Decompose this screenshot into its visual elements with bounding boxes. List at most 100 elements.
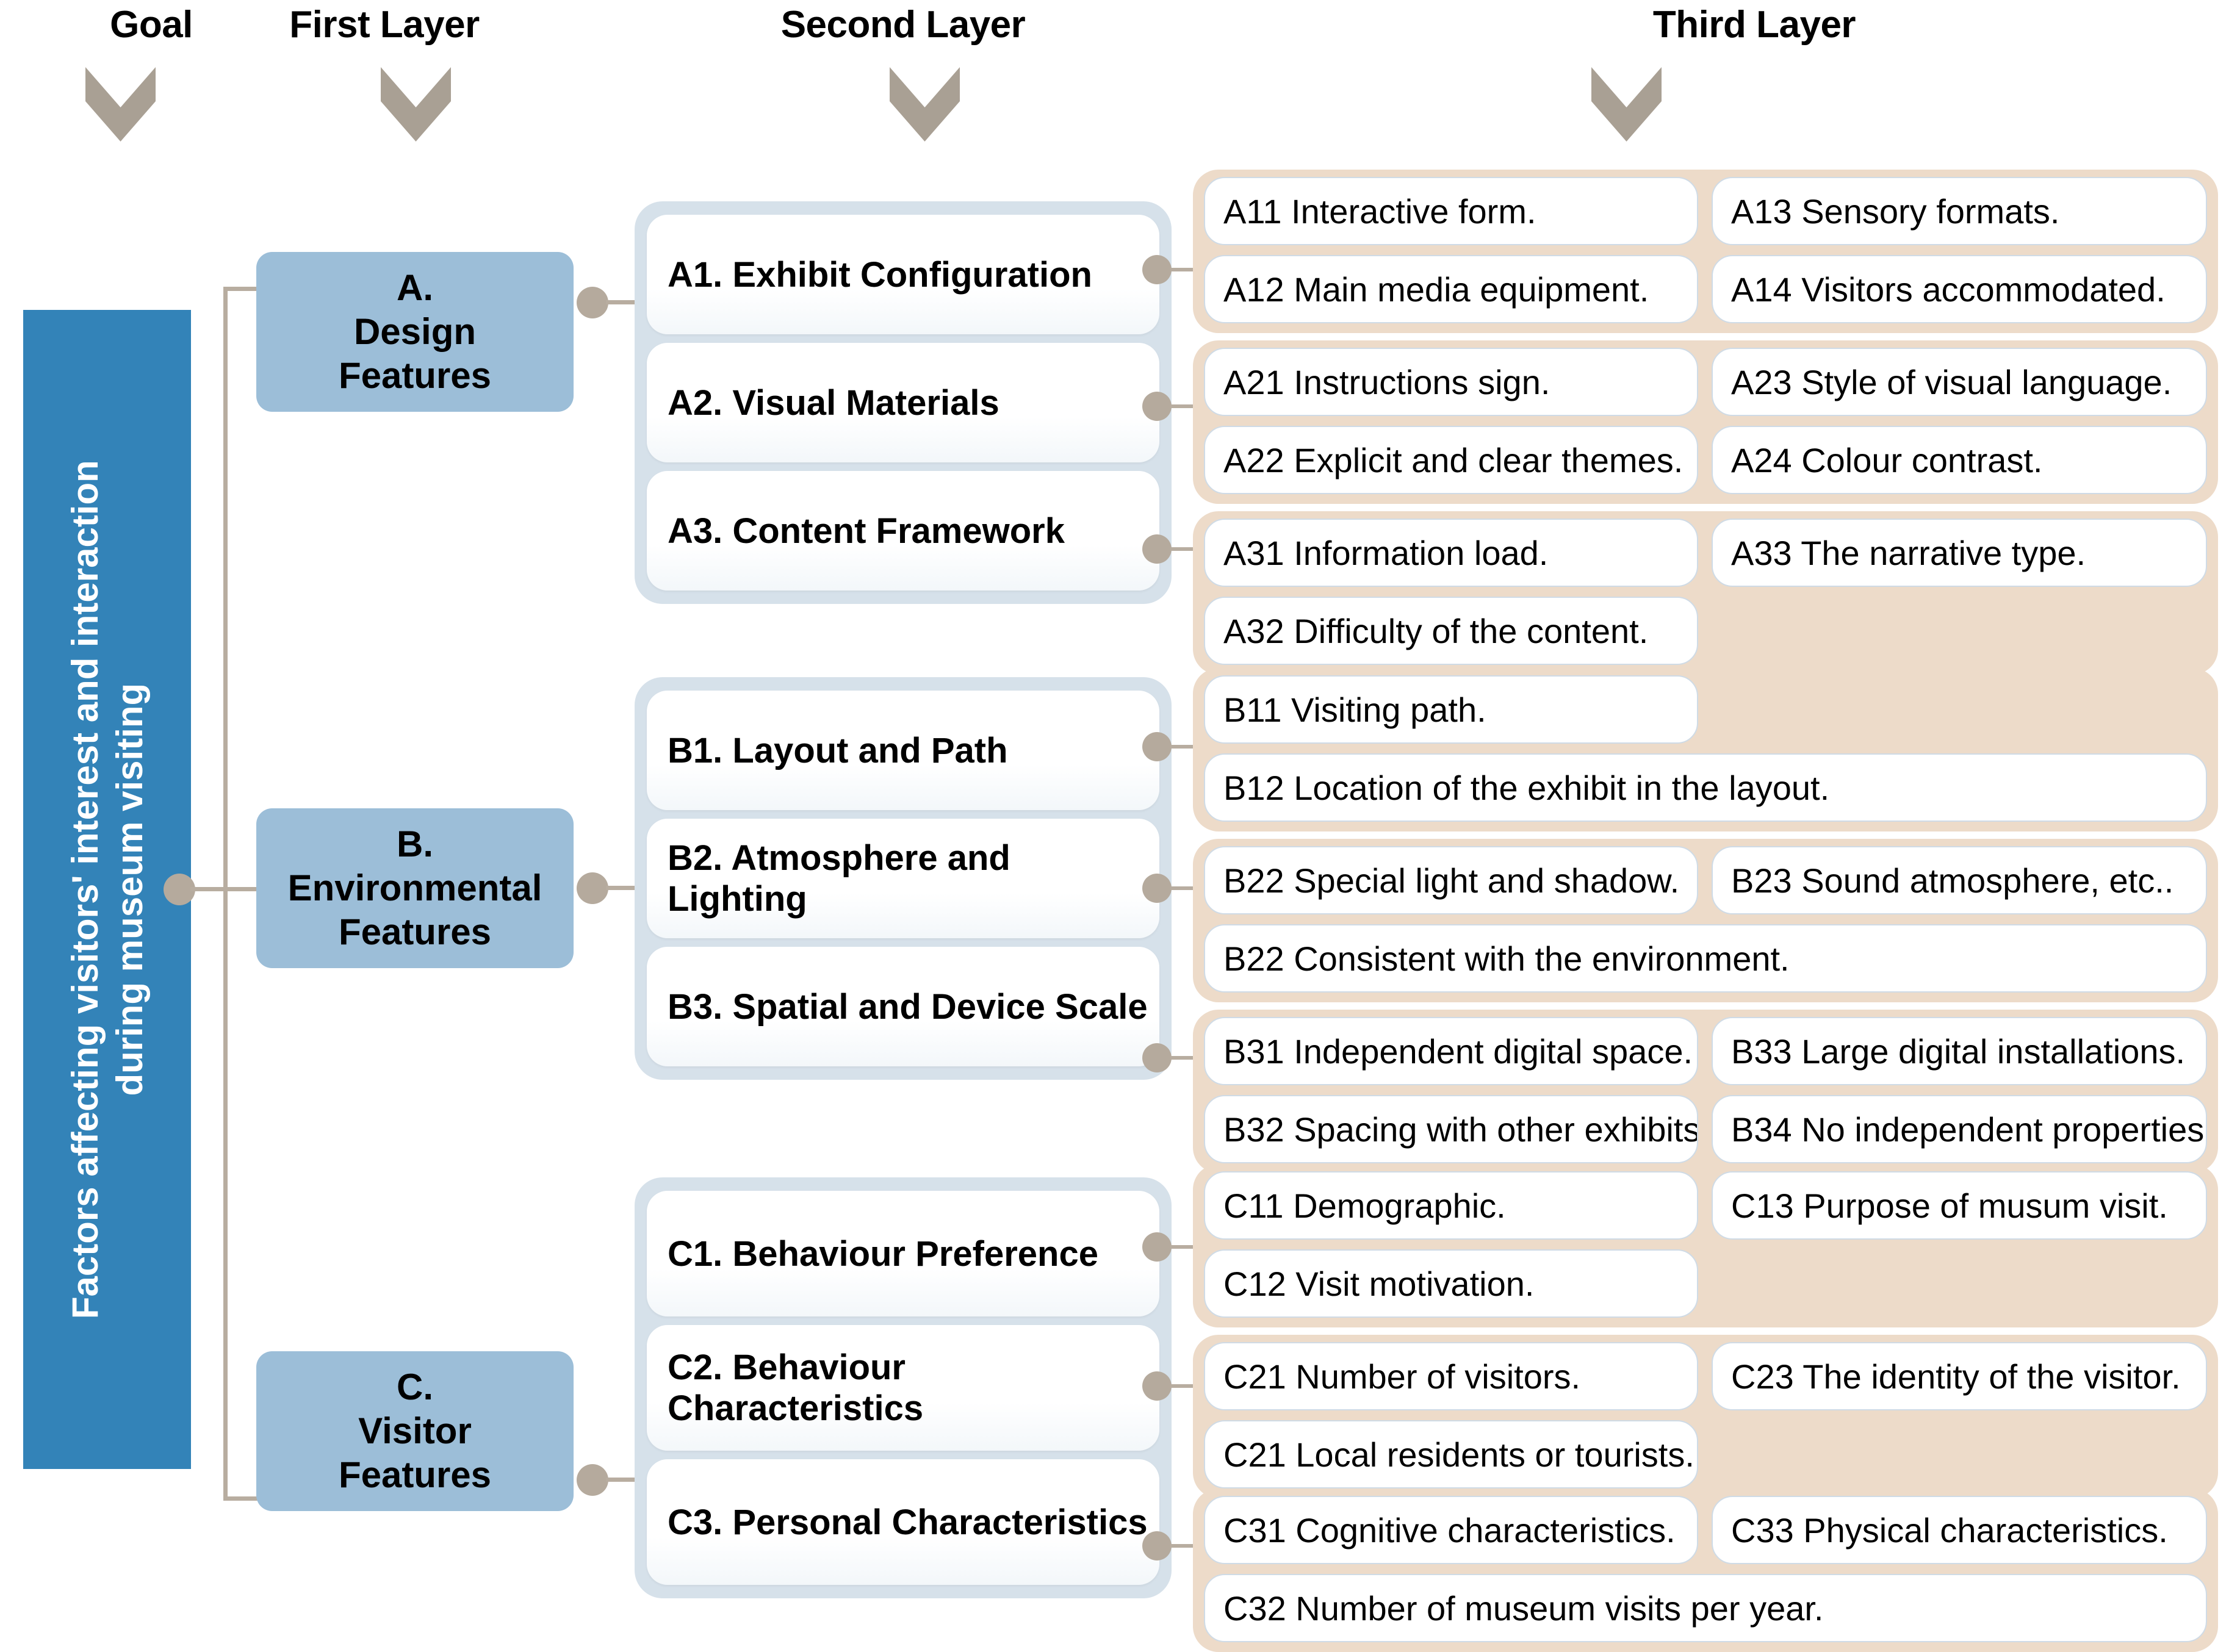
third-layer-chip-a23[interactable]: A23 Style of visual language. xyxy=(1712,348,2207,416)
second-layer-b1-connector-line xyxy=(1170,745,1208,749)
third-layer-chip-c31[interactable]: C31 Cognitive characteristics. xyxy=(1204,1496,1698,1564)
second-layer-group-b: B1. Layout and Path B2. Atmosphere and L… xyxy=(635,677,1172,1080)
second-layer-c2-connector-line xyxy=(1170,1384,1208,1388)
second-layer-item-c1[interactable]: C1. Behaviour Preference xyxy=(647,1191,1159,1316)
first-layer-a-label: A. Design Features xyxy=(339,266,491,398)
third-layer-chip-b11[interactable]: B11 Visiting path. xyxy=(1204,675,1698,744)
third-layer-group-b1: B11 Visiting path. B12 Location of the e… xyxy=(1193,668,2218,831)
first-layer-c-line3: Features xyxy=(338,1454,492,1495)
goal-connector-dot xyxy=(164,874,195,905)
chevron-down-icon-third-layer xyxy=(1591,67,1662,142)
first-layer-box-b[interactable]: B. Environmental Features xyxy=(256,808,574,968)
third-layer-chip-a31[interactable]: A31 Information load. xyxy=(1204,519,1698,587)
second-layer-a1-connector-dot xyxy=(1142,255,1172,284)
third-layer-chip-b34[interactable]: B34 No independent properties. xyxy=(1712,1095,2207,1163)
first-layer-b-line1: B. xyxy=(397,824,433,864)
second-layer-a1-connector-line xyxy=(1170,268,1208,271)
second-layer-item-b2[interactable]: B2. Atmosphere and Lighting xyxy=(647,819,1159,938)
second-layer-c3-connector-line xyxy=(1170,1544,1208,1548)
first-layer-a-line3: Features xyxy=(338,355,492,396)
goal-bar: Factors affecting visitors' interest and… xyxy=(23,310,191,1469)
tree-branch-a xyxy=(223,287,260,291)
second-layer-b3-connector-dot xyxy=(1142,1043,1172,1072)
column-header-first-layer: First Layer xyxy=(289,4,480,46)
third-layer-chip-b23[interactable]: B23 Sound atmosphere, etc.. xyxy=(1712,846,2207,914)
third-layer-group-a1: A11 Interactive form. A13 Sensory format… xyxy=(1193,170,2218,333)
third-layer-chip-c21-number[interactable]: C21 Number of visitors. xyxy=(1204,1342,1698,1410)
third-layer-chip-a14[interactable]: A14 Visitors accommodated. xyxy=(1712,255,2207,323)
goal-label: Factors affecting visitors' interest and… xyxy=(62,460,151,1319)
third-layer-chip-c33[interactable]: C33 Physical characteristics. xyxy=(1712,1496,2207,1564)
third-layer-chip-a32[interactable]: A32 Difficulty of the content. xyxy=(1204,597,1698,665)
third-layer-chip-b32[interactable]: B32 Spacing with other exhibits. xyxy=(1204,1095,1698,1163)
third-layer-chip-b22-light[interactable]: B22 Special light and shadow. xyxy=(1204,846,1698,914)
third-layer-chip-b12[interactable]: B12 Location of the exhibit in the layou… xyxy=(1204,753,2207,822)
third-layer-chip-b33[interactable]: B33 Large digital installations. xyxy=(1712,1017,2207,1085)
third-layer-chip-a13[interactable]: A13 Sensory formats. xyxy=(1712,177,2207,245)
first-layer-box-a[interactable]: A. Design Features xyxy=(256,252,574,412)
third-layer-chip-c21-local[interactable]: C21 Local residents or tourists. xyxy=(1204,1420,1698,1489)
chevron-down-icon-first-layer xyxy=(381,67,451,142)
third-layer-chip-a33[interactable]: A33 The narrative type. xyxy=(1712,519,2207,587)
column-header-goal: Goal xyxy=(110,4,193,46)
second-layer-item-a3[interactable]: A3. Content Framework xyxy=(647,471,1159,591)
goal-line-2: during museum visiting xyxy=(109,683,150,1096)
second-layer-item-b1[interactable]: B1. Layout and Path xyxy=(647,691,1159,810)
third-layer-group-a2: A21 Instructions sign. A23 Style of visu… xyxy=(1193,340,2218,504)
third-layer-chip-b31[interactable]: B31 Independent digital space. xyxy=(1204,1017,1698,1085)
second-layer-item-a1[interactable]: A1. Exhibit Configuration xyxy=(647,215,1159,334)
third-layer-chip-c11[interactable]: C11 Demographic. xyxy=(1204,1171,1698,1240)
second-layer-a2-connector-line xyxy=(1170,404,1208,408)
third-layer-group-c1: C11 Demographic. C13 Purpose of musum vi… xyxy=(1193,1164,2218,1327)
third-layer-group-a3: A31 Information load. A33 The narrative … xyxy=(1193,511,2218,675)
third-layer-chip-c13[interactable]: C13 Purpose of musum visit. xyxy=(1712,1171,2207,1240)
third-layer-group-b3: B31 Independent digital space. B33 Large… xyxy=(1193,1010,2218,1173)
second-layer-item-b3[interactable]: B3. Spatial and Device Scale xyxy=(647,947,1159,1066)
first-layer-a-line1: A. xyxy=(396,267,433,308)
second-layer-a2-connector-dot xyxy=(1142,392,1172,421)
third-layer-chip-a22[interactable]: A22 Explicit and clear themes. xyxy=(1204,426,1698,494)
second-layer-b2-connector-dot xyxy=(1142,874,1172,903)
column-header-second-layer: Second Layer xyxy=(780,4,1026,46)
third-layer-chip-c12[interactable]: C12 Visit motivation. xyxy=(1204,1249,1698,1318)
first-layer-c-line2: Visitor xyxy=(358,1410,472,1451)
second-layer-item-c3[interactable]: C3. Personal Characteristics xyxy=(647,1459,1159,1585)
first-layer-b-line3: Features xyxy=(338,911,492,952)
column-header-third-layer: Third Layer xyxy=(1652,4,1856,46)
second-layer-c2-connector-dot xyxy=(1142,1371,1172,1401)
second-layer-group-a: A1. Exhibit Configuration A2. Visual Mat… xyxy=(635,201,1172,604)
second-layer-a3-connector-line xyxy=(1170,547,1208,551)
third-layer-chip-a11[interactable]: A11 Interactive form. xyxy=(1204,177,1698,245)
second-layer-c1-connector-line xyxy=(1170,1245,1208,1249)
goal-line-1: Factors affecting visitors' interest and… xyxy=(64,460,106,1319)
third-layer-chip-a24[interactable]: A24 Colour contrast. xyxy=(1712,426,2207,494)
first-layer-c-label: C. Visitor Features xyxy=(339,1365,491,1497)
third-layer-chip-a12[interactable]: A12 Main media equipment. xyxy=(1204,255,1698,323)
first-layer-a-line2: Design xyxy=(353,311,477,352)
third-layer-chip-c23[interactable]: C23 The identity of the visitor. xyxy=(1712,1342,2207,1410)
first-layer-c-line1: C. xyxy=(396,1366,433,1407)
third-layer-group-c3: C31 Cognitive characteristics. C33 Physi… xyxy=(1193,1489,2218,1652)
third-layer-group-b2: B22 Special light and shadow. B23 Sound … xyxy=(1193,839,2218,1002)
second-layer-a3-connector-dot xyxy=(1142,534,1172,564)
first-layer-a-connector-dot xyxy=(577,287,608,318)
second-layer-item-c2[interactable]: C2. Behaviour Characteristics xyxy=(647,1325,1159,1451)
third-layer-group-c2: C21 Number of visitors. C23 The identity… xyxy=(1193,1335,2218,1498)
third-layer-chip-c32[interactable]: C32 Number of museum visits per year. xyxy=(1204,1574,2207,1642)
goal-connector-horizontal xyxy=(190,887,227,891)
third-layer-chip-a21[interactable]: A21 Instructions sign. xyxy=(1204,348,1698,416)
third-layer-chip-b22-environment[interactable]: B22 Consistent with the environment. xyxy=(1204,924,2207,993)
first-layer-box-c[interactable]: C. Visitor Features xyxy=(256,1351,574,1511)
chevron-down-icon-goal xyxy=(85,67,156,142)
second-layer-b1-connector-dot xyxy=(1142,732,1172,761)
first-layer-c-connector-dot xyxy=(577,1464,608,1496)
tree-branch-c xyxy=(223,1496,260,1501)
second-layer-item-a2[interactable]: A2. Visual Materials xyxy=(647,343,1159,462)
second-layer-group-c: C1. Behaviour Preference C2. Behaviour C… xyxy=(635,1177,1172,1598)
tree-trunk-vertical xyxy=(223,287,228,1501)
first-layer-b-connector-dot xyxy=(577,872,608,904)
tree-branch-b xyxy=(223,887,260,891)
second-layer-c1-connector-dot xyxy=(1142,1232,1172,1262)
first-layer-b-line2: Environmental xyxy=(287,867,542,908)
